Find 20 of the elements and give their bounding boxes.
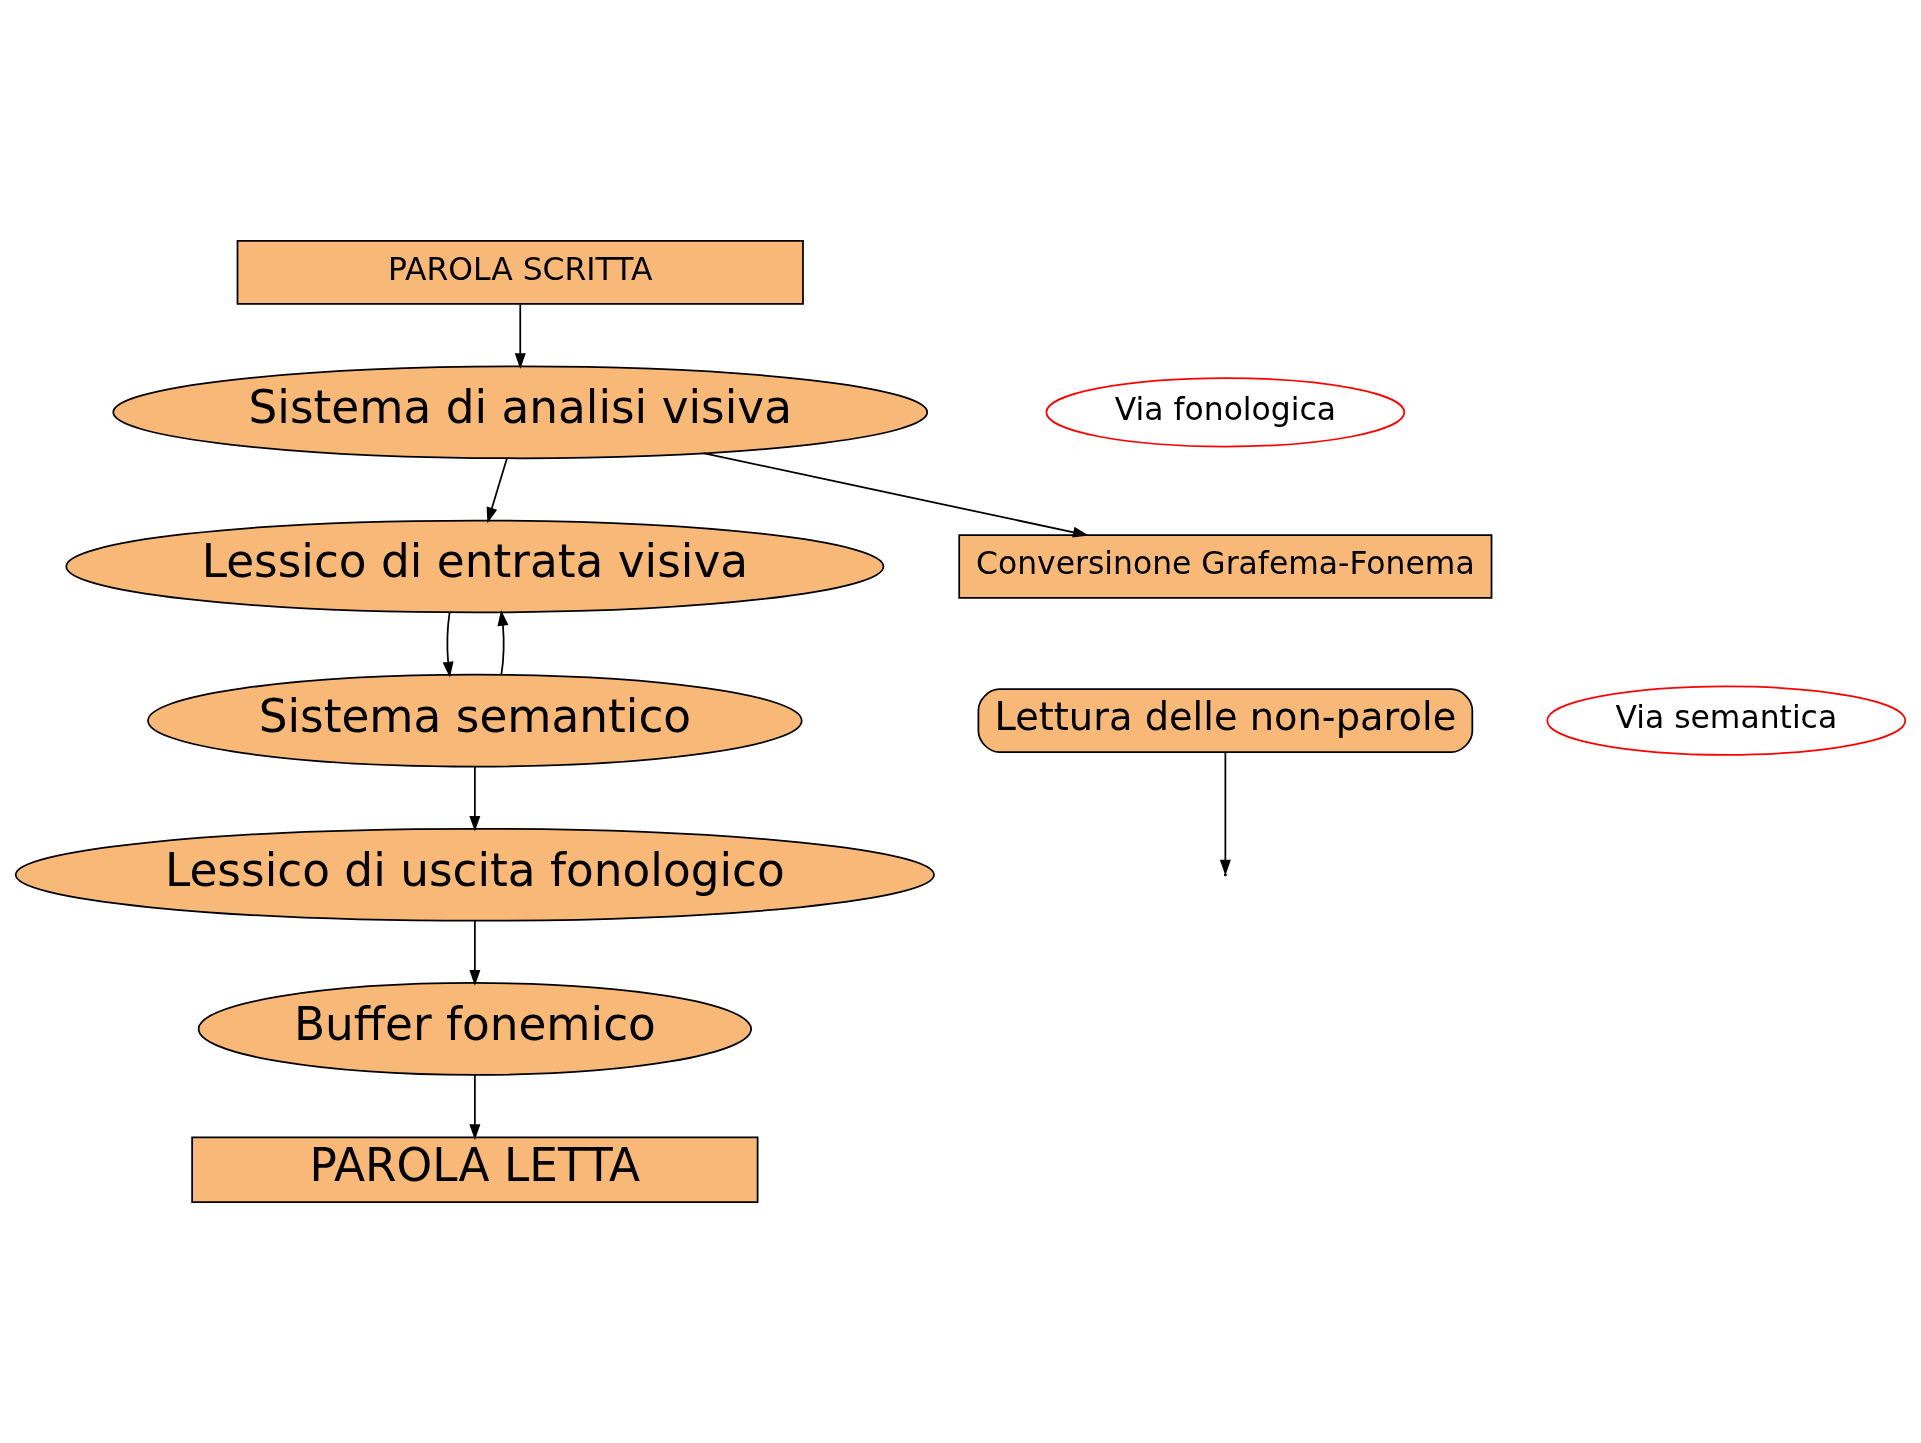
arrow — [486, 457, 508, 524]
arrow — [702, 452, 1089, 538]
node-ellipse: Via fonologica — [1045, 377, 1406, 448]
node-ellipse: Lessico di uscita fonologico — [14, 827, 935, 922]
arrow — [469, 1074, 481, 1140]
arrow — [469, 765, 481, 832]
node-box: Lettura delle non-parole — [977, 688, 1474, 753]
arrow — [442, 611, 454, 678]
node-box: PAROLA SCRITTA — [236, 240, 804, 305]
arrow — [514, 303, 526, 370]
node-ellipse: Lessico di entrata visiva — [65, 519, 885, 614]
node-ellipse: Sistema di analisi visiva — [112, 365, 929, 460]
arrow — [497, 609, 509, 676]
node-ellipse: Sistema semantico — [147, 673, 803, 768]
node-box: PAROLA LETTA — [191, 1136, 759, 1203]
arrow — [469, 920, 481, 986]
node-box: Conversinone Grafema-Fonema — [958, 534, 1493, 599]
arrow — [1219, 751, 1231, 876]
node-ellipse: Via semantica — [1546, 685, 1907, 756]
node-ellipse: Buffer fonemico — [197, 982, 752, 1076]
